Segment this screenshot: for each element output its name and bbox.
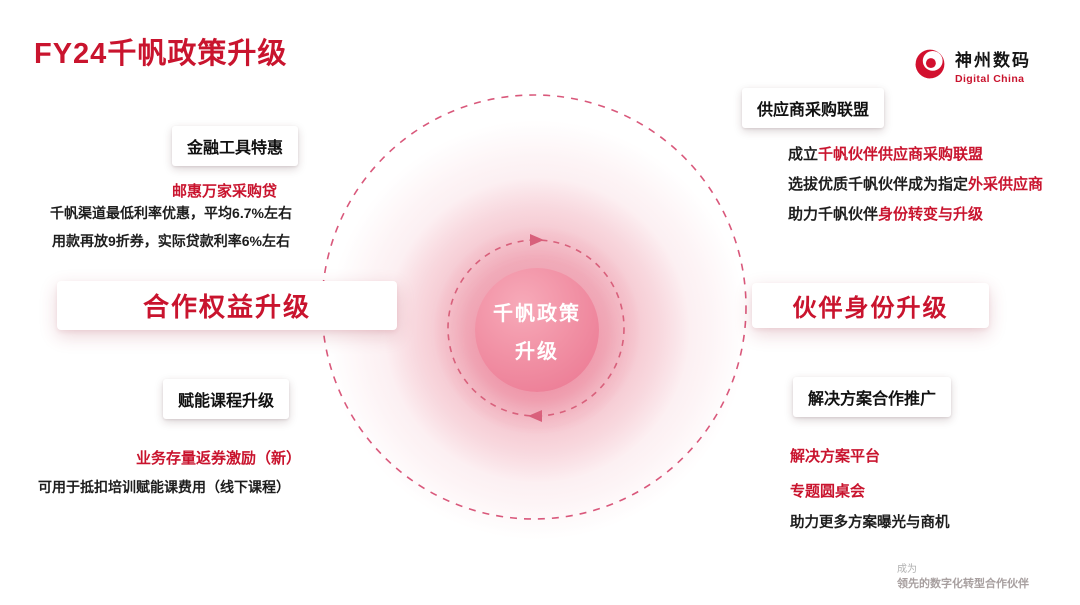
center-label-line1: 千帆政策 <box>493 302 581 325</box>
footer-line2: 领先的数字化转型合作伙伴 <box>897 578 1029 590</box>
finance-detail-line: 用款再放9折券，实际贷款利率6%左右 <box>51 233 291 249</box>
logo-company-subtitle: Digital China <box>955 73 1025 85</box>
supplier-detail-lines: 成立千帆伙伴供应商采购联盟 选拔优质千帆伙伴成为指定外采供应商 助力千帆伙伴身份… <box>788 140 1043 230</box>
highlight-roundtable: 专题圆桌会 <box>790 483 866 500</box>
course-detail-line: 可用于抵扣培训赋能课费用（线下课程） <box>38 479 290 495</box>
center-circle: 千帆政策 升级 <box>475 268 599 392</box>
footer-tagline: 成为 领先的数字化转型合作伙伴 <box>897 563 1029 591</box>
digital-china-logo-icon <box>915 49 945 79</box>
line-emphasis: 千帆伙伴供应商采购联盟 <box>818 146 984 163</box>
digital-china-logo: 神州数码 Digital China <box>912 46 1031 85</box>
highlight-solution-platform: 解决方案平台 <box>790 448 881 465</box>
supplier-detail-line: 选拔优质千帆伙伴成为指定外采供应商 <box>788 170 1043 200</box>
header-solution-promotion: 解决方案合作推广 <box>793 377 952 417</box>
footer-line1: 成为 <box>897 564 917 575</box>
outer-dashed-ring <box>321 94 747 520</box>
header-course-upgrade: 赋能课程升级 <box>163 379 290 419</box>
arrow-top-icon <box>530 234 544 246</box>
solution-detail-line: 助力更多方案曝光与商机 <box>790 515 950 531</box>
supplier-detail-line: 助力千帆伙伴身份转变与升级 <box>788 200 1043 230</box>
center-label-line2: 升级 <box>515 340 559 363</box>
finance-detail-lines: 千帆渠道最低利率优惠，平均6.7%左右 用款再放9折券，实际贷款利率6%左右 <box>28 199 314 255</box>
inner-dashed-ring <box>447 239 625 417</box>
header-supplier-alliance: 供应商采购联盟 <box>742 88 885 128</box>
header-finance-tools: 金融工具特惠 <box>172 126 299 166</box>
line-emphasis: 外采供应商 <box>968 176 1044 193</box>
line-text: 助力千帆伙伴 <box>788 206 879 223</box>
highlight-procurement-loan: 邮惠万家采购贷 <box>172 183 278 200</box>
dashed-rings <box>321 94 747 520</box>
banner-cooperation-rights: 合作权益升级 <box>57 281 397 330</box>
highlight-voucher-incentive: 业务存量返券激励（新） <box>136 450 302 467</box>
banner-partner-identity: 伙伴身份升级 <box>752 283 989 328</box>
line-text: 选拔优质千帆伙伴成为指定 <box>788 176 969 193</box>
line-emphasis: 身份转变与升级 <box>878 206 984 223</box>
finance-detail-line: 千帆渠道最低利率优惠，平均6.7%左右 <box>50 205 292 221</box>
line-text: 成立 <box>788 146 819 163</box>
logo-company-name: 神州数码 <box>955 51 1031 70</box>
logo-text: 神州数码 Digital China <box>955 46 1031 85</box>
page-title: FY24千帆政策升级 <box>34 38 288 70</box>
supplier-detail-line: 成立千帆伙伴供应商采购联盟 <box>788 140 1043 170</box>
arrow-bottom-icon <box>528 410 542 422</box>
